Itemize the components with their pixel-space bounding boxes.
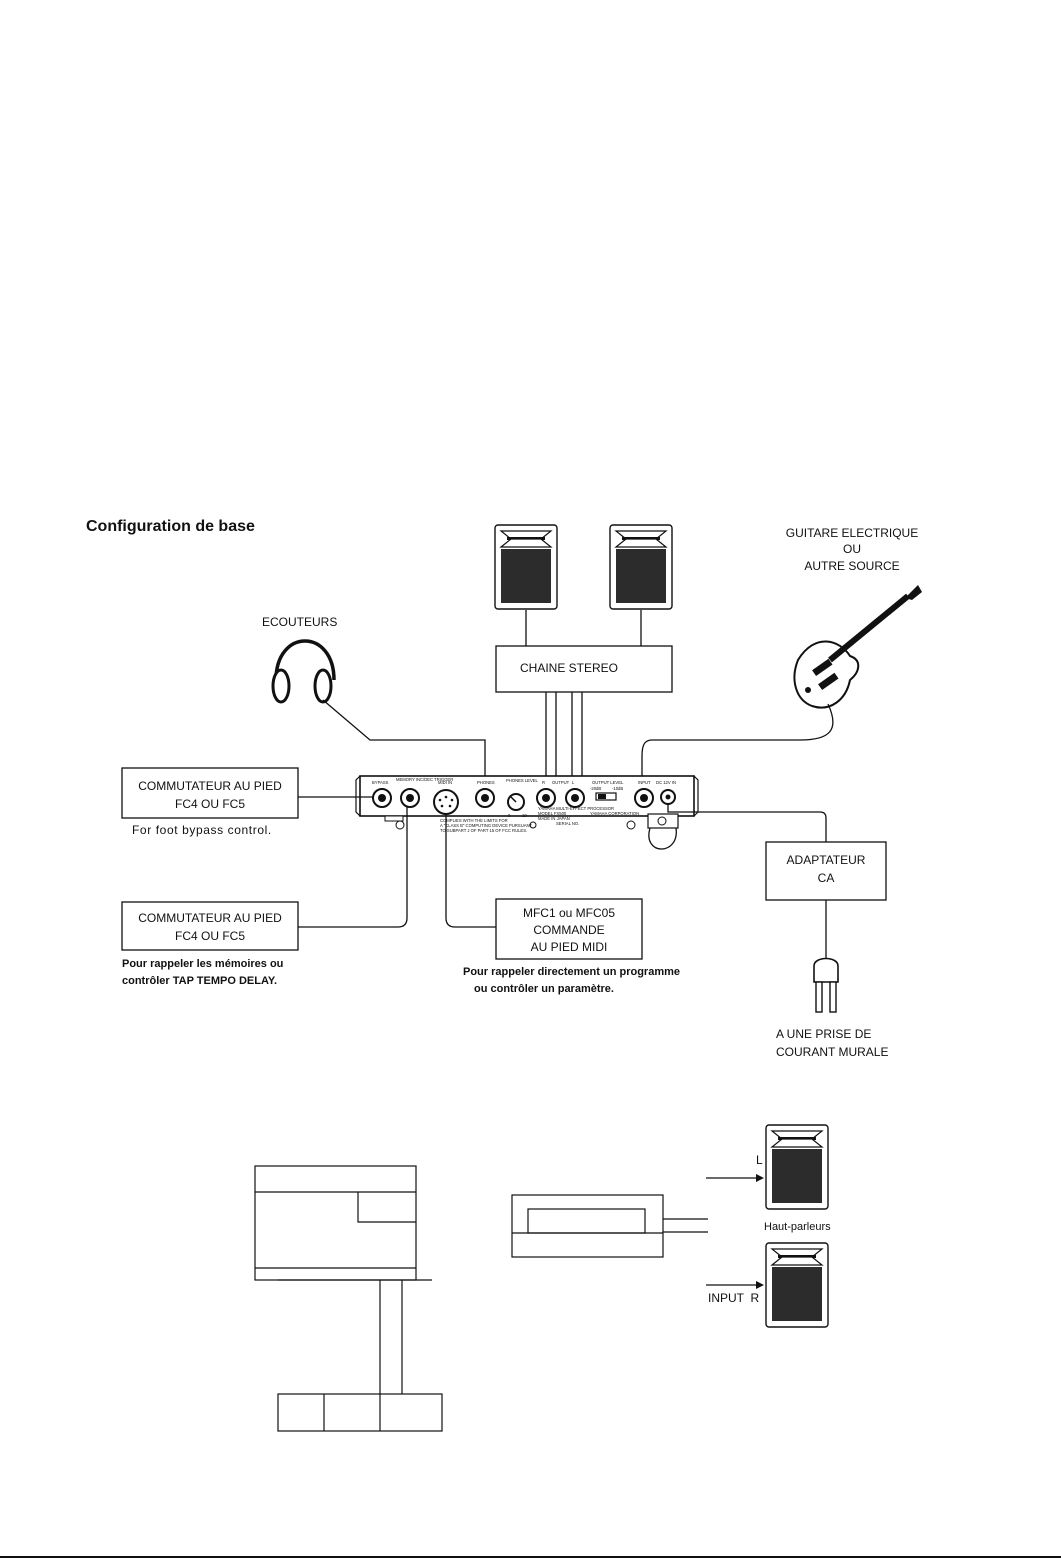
switch-label-20db: -20dB xyxy=(590,786,601,791)
memory-jack xyxy=(400,788,420,808)
compliance-3: TO SUBPART J OF PART 15 OF FCC RULES. xyxy=(440,828,527,833)
maker-2: MODEL FX500 xyxy=(538,811,567,816)
footswitch-1-label-1: COMMUTATEUR AU PIED xyxy=(138,779,282,793)
speaker-wires xyxy=(525,610,642,648)
midi-note-1: Pour rappeler directement un programme xyxy=(463,966,680,978)
adapter-label-1: ADAPTATEUR xyxy=(787,853,866,867)
maker-1: YAMAHA MULTI-EFFECT PROCESSOR xyxy=(538,806,614,811)
maker-5: SERIAL NO. xyxy=(556,821,579,826)
lower-schematic xyxy=(254,1165,764,1432)
jack-label-input: INPUT xyxy=(638,780,651,785)
maker-4: YAMAHA CORPORATION xyxy=(590,811,639,816)
jack-label-l: L xyxy=(572,780,575,785)
knob-scale-max: 10 xyxy=(522,813,527,818)
jack-label-midi: MIDI IN xyxy=(438,780,452,785)
midi-in-port xyxy=(433,789,459,815)
phones-level-knob xyxy=(507,793,525,811)
output-r-jack xyxy=(536,788,556,808)
footswitch-2-box xyxy=(121,901,299,951)
bypass-jack xyxy=(372,788,392,808)
dc-cable-loop xyxy=(648,827,677,850)
jack-label-dc: DC 12V IN xyxy=(656,780,676,785)
jack-label-phones: PHONES xyxy=(477,780,495,785)
compliance-2: A "CLASS B" COMPUTING DEVICE PURSUANT xyxy=(440,823,533,828)
footswitch-2-label-1: COMMUTATEUR AU PIED xyxy=(138,911,282,925)
diagram-title: Configuration de base xyxy=(86,518,255,535)
dc-in-jack xyxy=(660,789,676,805)
dc-cable xyxy=(667,803,827,842)
midi-cable xyxy=(445,814,496,928)
input-jack xyxy=(634,788,654,808)
cable-clamp xyxy=(647,813,679,829)
outlet-label-2: COURANT MURALE xyxy=(776,1045,888,1059)
phones-jack xyxy=(475,788,495,808)
footswitch-2-cable xyxy=(298,807,408,928)
footswitch-2-note-1: Pour rappeler les mémoires ou xyxy=(122,958,283,970)
knob-scale-min: 0 xyxy=(508,813,511,818)
power-plug-icon xyxy=(813,957,839,1013)
speaker-r-label: INPUT R xyxy=(708,1291,759,1305)
guitar-label-3: AUTRE SOURCE xyxy=(804,559,899,573)
screw-icon xyxy=(395,820,636,830)
midi-note-2: ou contrôler un paramètre. xyxy=(474,983,614,995)
outlet-label-1: A UNE PRISE DE xyxy=(776,1027,871,1041)
effect-processor-panel: BYPASS MEMORY INC/DEC TRIGGER MIDI IN PH… xyxy=(355,775,699,833)
midi-label-2: COMMANDE xyxy=(533,923,604,937)
headphones-label: ECOUTEURS xyxy=(262,615,337,629)
speaker-l-label: L xyxy=(756,1153,763,1167)
jack-label-phones-level: PHONES LEVEL xyxy=(506,778,539,783)
guitar-icon xyxy=(793,585,922,709)
jack-label-output-level: OUTPUT LEVEL xyxy=(592,780,624,785)
midi-controller-box xyxy=(495,898,643,960)
midi-label-3: AU PIED MIDI xyxy=(531,940,608,954)
page-bottom-rule xyxy=(0,1556,1061,1558)
compliance-1: COMPLIES WITH THE LIMITS FOR xyxy=(440,818,508,823)
footswitch-2-note-2: contrôler TAP TEMPO DELAY. xyxy=(122,975,277,987)
guitar-label-2: OU xyxy=(843,542,861,556)
jack-label-r: R xyxy=(542,780,545,785)
switch-label-10db: -10dB xyxy=(612,786,623,791)
adapter-box xyxy=(765,841,887,901)
stereo-box xyxy=(495,645,673,693)
midi-label-1: MFC1 ou MFC05 xyxy=(523,906,615,920)
output-cables xyxy=(545,692,583,790)
output-l-jack xyxy=(565,788,585,808)
jack-label-bypass: BYPASS xyxy=(372,780,389,785)
speaker-lower-l xyxy=(765,1124,829,1210)
speaker-left xyxy=(494,524,558,610)
headphones-icon xyxy=(271,639,336,704)
output-level-switch xyxy=(595,792,617,801)
footswitch-1-box xyxy=(121,767,299,819)
footswitch-1-label-2: FC4 OU FC5 xyxy=(175,797,245,811)
speaker-lower-r xyxy=(765,1242,829,1328)
guitar-cable xyxy=(641,703,834,790)
jack-label-output: OUTPUT xyxy=(552,780,570,785)
speakers-label: Haut-parleurs xyxy=(764,1221,831,1233)
guitar-label-1: GUITARE ELECTRIQUE xyxy=(786,526,918,540)
maker-3: MADE IN JAPAN xyxy=(538,816,570,821)
speaker-right xyxy=(609,524,673,610)
headphones-cable xyxy=(322,699,486,790)
jack-label-memory: MEMORY INC/DEC TRIGGER xyxy=(396,777,453,782)
stereo-label: CHAINE STEREO xyxy=(520,661,618,675)
adapter-label-2: CA xyxy=(818,871,835,885)
footswitch-2-label-2: FC4 OU FC5 xyxy=(175,929,245,943)
footswitch-1-note: For foot bypass control. xyxy=(132,823,272,837)
